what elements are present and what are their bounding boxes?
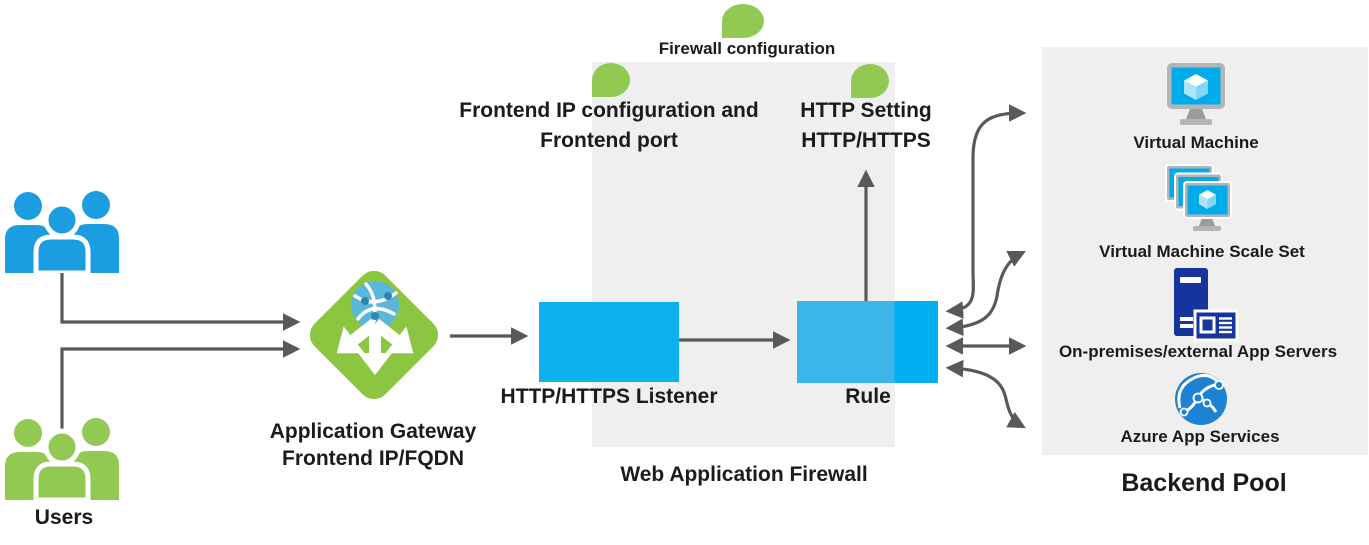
http-https-listener-box <box>539 302 679 382</box>
users-label: Users <box>34 506 94 529</box>
rule-label: Rule <box>845 385 891 408</box>
users-group-blue-icon <box>5 191 119 273</box>
azure-app-services-icon <box>1175 373 1227 425</box>
http-setting-marker <box>851 64 889 98</box>
arrow-rule-to-vmss <box>945 251 1026 337</box>
users-group-green-icon <box>5 418 119 500</box>
http-setting-label-line2: HTTP/HTTPS <box>801 129 931 152</box>
gateway-label-line2: Frontend IP/FQDN <box>282 447 464 470</box>
azure-app-services-label: Azure App Services <box>1120 427 1280 446</box>
rule-box <box>797 301 938 383</box>
on-premises-server-icon <box>1174 268 1238 342</box>
arrow-rule-to-appservices <box>945 359 1026 429</box>
firewall-config-marker <box>722 4 764 38</box>
arrow-rule-to-vm <box>945 104 1027 319</box>
arrow-users-blue-to-gateway <box>60 270 301 331</box>
application-gateway-icon <box>309 270 439 400</box>
firewall-configuration-label: Firewall configuration <box>658 39 836 58</box>
frontend-configuration-label-line1: Frontend IP configuration and <box>459 99 759 122</box>
on-premises-servers-label: On-premises/external App Servers <box>1058 342 1338 361</box>
frontend-configuration-label-line2: Frontend port <box>540 129 678 152</box>
virtual-machine-icon <box>1167 63 1225 125</box>
listener-label: HTTP/HTTPS Listener <box>500 385 718 408</box>
http-setting-label-line1: HTTP Setting <box>800 99 932 122</box>
gateway-label-line1: Application Gateway <box>269 420 477 443</box>
backend-pool-label: Backend Pool <box>1121 469 1287 497</box>
frontend-config-marker <box>592 63 630 97</box>
waf-label: Web Application Firewall <box>620 463 868 486</box>
virtual-machine-label: Virtual Machine <box>1133 133 1259 152</box>
virtual-machine-scale-set-label: Virtual Machine Scale Set <box>1099 242 1305 261</box>
virtual-machine-scale-set-icon <box>1165 164 1232 231</box>
